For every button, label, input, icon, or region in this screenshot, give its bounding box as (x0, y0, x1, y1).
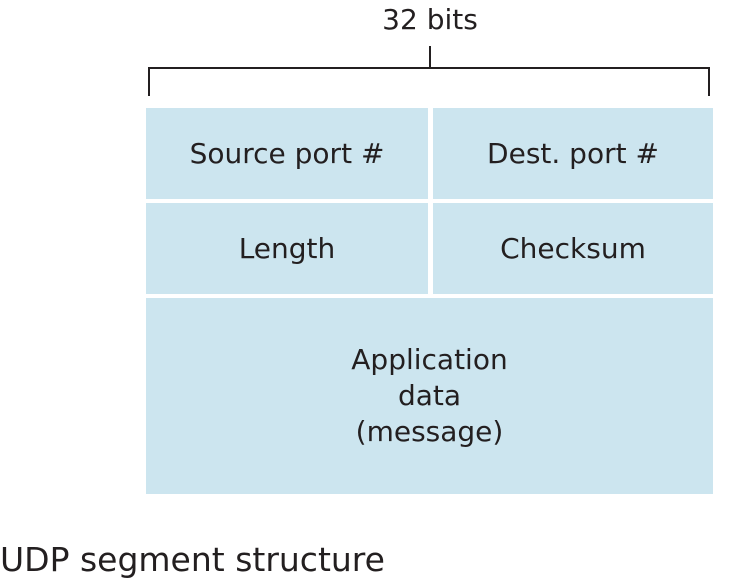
data-line-2: data (397, 379, 462, 412)
dest-port-field: Dest. port # (433, 108, 713, 199)
dest-port-label: Dest. port # (487, 136, 659, 170)
source-port-field: Source port # (146, 108, 428, 199)
length-field: Length (146, 203, 428, 294)
length-label: Length (238, 231, 336, 265)
source-port-label: Source port # (189, 136, 385, 170)
checksum-label: Checksum (500, 231, 646, 265)
data-line-1: Application (351, 343, 508, 376)
figure-caption: UDP segment structure (0, 540, 385, 579)
application-data-label: Application data (message) (351, 342, 507, 450)
width-label: 32 bits (382, 3, 478, 36)
checksum-field: Checksum (433, 203, 713, 294)
application-data-field: Application data (message) (146, 298, 713, 494)
width-bracket (148, 46, 710, 96)
data-line-3: (message) (355, 415, 504, 448)
